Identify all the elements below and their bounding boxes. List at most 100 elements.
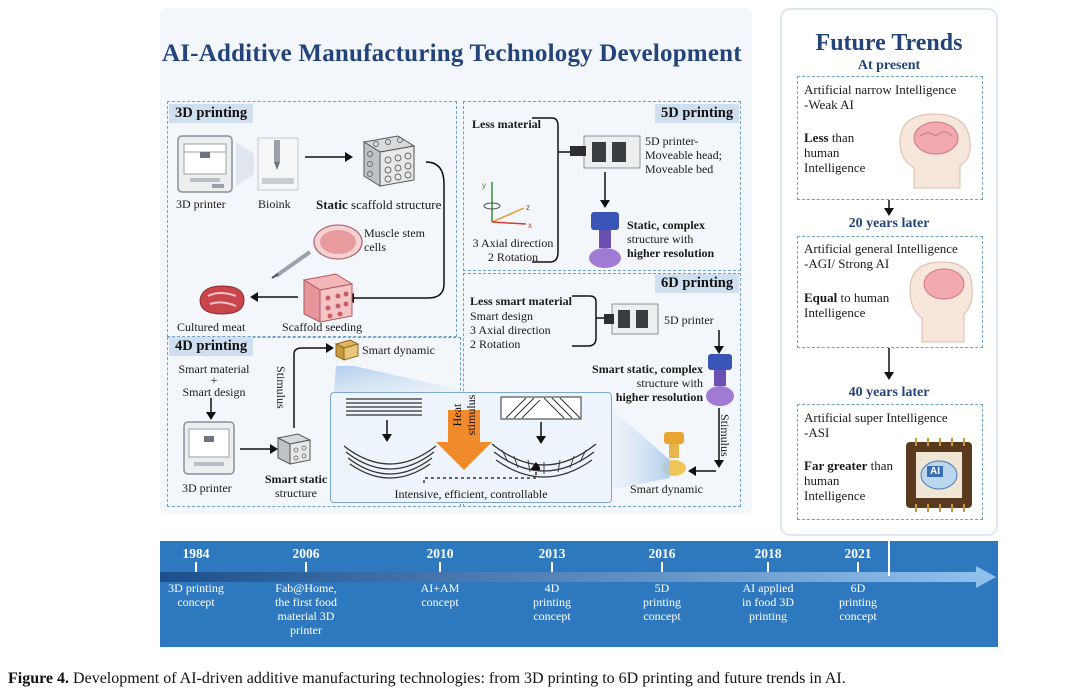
static-scaffold-icon: [358, 128, 420, 190]
svg-text:z: z: [526, 203, 530, 212]
arrow-hatched-down: [536, 422, 546, 444]
result-6d: Smart static, complex structure with hig…: [585, 362, 703, 404]
arrow-5d-down: [600, 172, 610, 208]
axes-5d-label: 3 Axial direction 2 Rotation: [472, 236, 554, 264]
smart-static-icon: [276, 430, 312, 466]
arrow-to-meat: [250, 292, 298, 302]
tag-3d-printing: 3D printing: [169, 104, 254, 123]
smart-design: Smart design: [182, 385, 246, 399]
dumbbell-6d-icon: [702, 352, 738, 408]
arrow-6d-left: [688, 466, 716, 476]
smart-static-label: Smart static structure: [256, 472, 336, 500]
result-5d-mid: structure with: [627, 232, 694, 246]
timeline-label: AI applied in food 3D printing: [742, 581, 794, 623]
figure-caption: Figure 4. Development of AI-driven addit…: [8, 670, 1078, 688]
svg-text:y: y: [482, 181, 486, 190]
curved-layers-left: [343, 445, 437, 479]
strong-ai-title: Artificial general Intelligence -AGI/ St…: [804, 241, 958, 271]
ai-chip-label: AI: [927, 466, 943, 477]
pipette-icon: [271, 250, 312, 279]
smart-dynamic-4d-icon: [334, 338, 360, 362]
head-brain-icon-2: [906, 256, 976, 344]
caption-bold: Figure 4.: [8, 670, 70, 687]
weak-ai-desc: Less than human Intelligence: [804, 130, 865, 175]
main-title: AI-Additive Manufacturing Technology Dev…: [162, 40, 742, 67]
at-present-label: At present: [857, 58, 921, 73]
tag-6d-printing: 6D printing: [655, 274, 740, 293]
zoom-wedge: [334, 366, 670, 490]
smart-material-label: Smart material + Smart design: [174, 362, 254, 399]
timeline-tick: [439, 562, 441, 572]
printer-6d-icon: [604, 302, 660, 336]
timeline-year: 2018: [754, 546, 782, 561]
result-6d-mid: structure with: [636, 376, 703, 390]
arrow-ft-2: [884, 348, 894, 380]
smart-dynamic-4d-label: Smart dynamic: [362, 343, 435, 357]
bracket-5d: [532, 117, 570, 263]
strong-ai-rest: to human Intelligence: [804, 290, 890, 320]
timeline-band: [160, 541, 998, 647]
arrow-ft-1: [884, 200, 894, 216]
timeline-label: 4D printing concept: [533, 581, 571, 623]
stem-cells-label: Muscle stem cells: [364, 226, 425, 254]
timeline-tick: [551, 562, 553, 572]
arrow-4d-right: [240, 444, 278, 454]
super-ai-bold: Far greater: [804, 458, 868, 473]
dumbbell-5d-icon: [585, 210, 625, 270]
timeline-label: 6D printing concept: [839, 581, 877, 623]
timeline-tick: [661, 562, 663, 572]
arrow-to-scaffold: [305, 152, 353, 162]
timeline-label: 3D printing concept: [168, 581, 224, 609]
arrow-flat-down: [382, 420, 392, 442]
timeline-year: 2010: [426, 546, 454, 561]
timeline-year: 2016: [648, 546, 676, 561]
timeline-tick: [195, 562, 197, 572]
curved-layers-right: [491, 443, 597, 478]
printer-3d-icon: [176, 134, 234, 194]
strong-ai-desc: Equal to human Intelligence: [804, 290, 889, 320]
dashed-return-arrow: [423, 462, 540, 484]
cultured-meat-icon: [196, 282, 248, 318]
result-5d-bold: Static, complex: [627, 218, 705, 232]
result-6d-bold2: higher resolution: [615, 390, 703, 404]
weak-ai-title: Artificial narrow Intelligence -Weak AI: [804, 82, 957, 112]
printer-5d-icon: [570, 134, 642, 170]
printer-4d-label: 3D printer: [182, 481, 232, 495]
weak-ai-bold: Less: [804, 130, 829, 145]
timeline-arrow: [160, 566, 996, 588]
layers-hatched-icon: [500, 396, 582, 420]
smart-material: Smart material: [178, 362, 250, 376]
bioink-icon: [236, 136, 300, 192]
stimulus-4d-label: Stimulus: [274, 366, 288, 409]
axis-icon: y z x: [482, 181, 532, 230]
tag-4d-printing: 4D printing: [169, 337, 254, 356]
box-6d-printing: [463, 273, 741, 507]
printer-4d-icon: [182, 420, 236, 476]
heat-arrow: [436, 410, 492, 470]
arrow-4d-down: [206, 398, 216, 420]
tag-5d-printing: 5D printing: [655, 104, 740, 123]
svg-text:x: x: [528, 221, 532, 230]
timeline-tick: [857, 562, 859, 572]
forty-years-label: 40 years later: [848, 385, 930, 400]
caption-rest: Development of AI-driven additive manufa…: [69, 670, 846, 687]
printer-5d-desc: 5D printer- Moveable head; Moveable bed: [645, 134, 722, 176]
super-ai-title: Artificial super Intelligence -ASI: [804, 410, 948, 440]
twenty-years-label: 20 years later: [848, 216, 930, 231]
layers-flat-icon: [346, 398, 422, 416]
smart-static-bold: Smart static: [264, 472, 328, 486]
future-trends-title: Future Trends: [815, 30, 963, 56]
smart-static-rest: structure: [275, 486, 317, 500]
head-brain-icon-1: [894, 108, 978, 190]
printer-3d-label: 3D printer: [176, 197, 226, 211]
less-material-label: Less material: [472, 117, 541, 131]
timeline-label: 5D printing concept: [643, 581, 681, 623]
bioink-label: Bioink: [258, 197, 291, 211]
cultured-meat-label: Cultured meat: [177, 320, 246, 334]
timeline-tick: [767, 562, 769, 572]
result-6d-bold: Smart static, complex: [592, 362, 703, 376]
smart-dynamic-6d-label: Smart dynamic: [630, 482, 703, 496]
timeline-year: 2013: [538, 546, 566, 561]
static-bold: Static: [316, 197, 348, 212]
static-scaffold-label: Static scaffold structure: [316, 197, 441, 212]
